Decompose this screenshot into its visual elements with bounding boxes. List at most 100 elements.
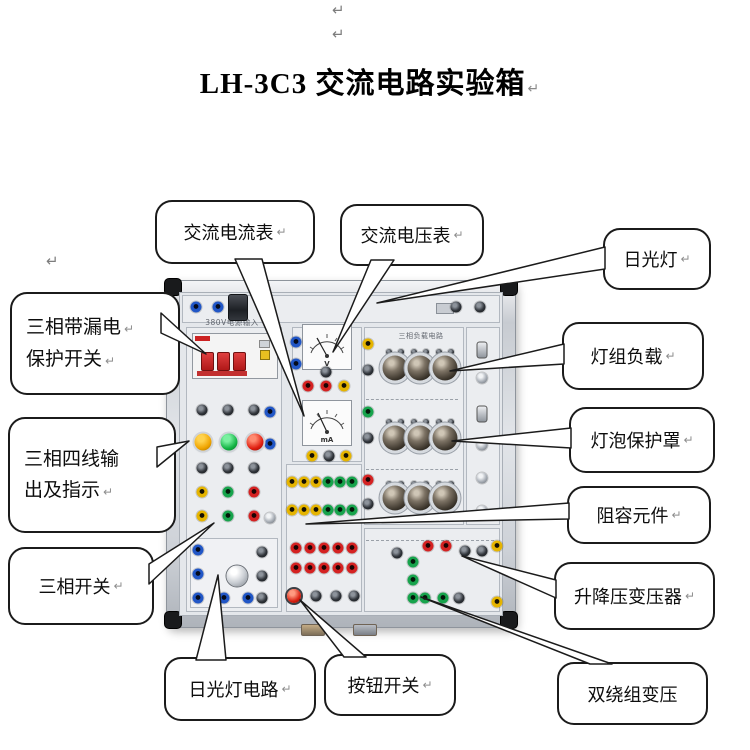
binding-post	[398, 481, 404, 487]
lamp-dome	[407, 425, 433, 451]
binding-post	[196, 510, 208, 522]
binding-post	[411, 349, 417, 355]
binding-post	[286, 476, 298, 488]
binding-post	[386, 419, 392, 425]
binding-post	[222, 486, 234, 498]
binding-post	[476, 372, 488, 384]
binding-post	[212, 301, 224, 313]
lamp-dome	[432, 355, 458, 381]
binding-post	[310, 504, 322, 516]
binding-post	[290, 358, 302, 370]
callout-label: 出及指示	[24, 480, 101, 501]
voltmeter-unit: V	[324, 360, 330, 368]
panel-load-label: 三相负载电路	[398, 332, 444, 340]
binding-post	[411, 419, 417, 425]
binding-post	[436, 419, 442, 425]
callout-three-phase-switch: 三相开关↵	[8, 547, 154, 625]
binding-post	[196, 404, 208, 416]
paragraph-mark: ↵	[453, 228, 464, 242]
binding-post	[459, 545, 471, 557]
paragraph-mark: ↵	[332, 25, 345, 43]
callout-line: 三相四线输	[24, 444, 119, 475]
binding-post	[248, 404, 260, 416]
binding-post	[192, 568, 204, 580]
paragraph-mark: ↵	[665, 349, 676, 363]
binding-post	[248, 462, 260, 474]
paragraph-mark: ↵	[527, 81, 541, 97]
binding-post	[222, 404, 234, 416]
binding-post	[448, 349, 454, 355]
paragraph-mark: ↵	[276, 225, 287, 239]
lamp-dome	[432, 425, 458, 451]
binding-post	[436, 349, 442, 355]
callout-label: 三相开关	[38, 577, 111, 597]
binding-post	[242, 592, 254, 604]
binding-post	[423, 419, 429, 425]
panel-power-label: 380V电源输入	[205, 318, 259, 327]
ammeter-unit: mA	[320, 436, 334, 444]
binding-post	[391, 547, 403, 559]
binding-post	[386, 481, 392, 487]
binding-post	[407, 556, 419, 568]
paragraph-mark: ↵	[281, 682, 292, 696]
binding-post	[192, 544, 204, 556]
callout-label: 按钮开关	[347, 676, 420, 696]
binding-post	[476, 545, 488, 557]
callout-label: 保护开关	[26, 348, 103, 370]
binding-post	[322, 504, 334, 516]
binding-post	[264, 438, 276, 450]
binding-post	[218, 592, 230, 604]
binding-post	[476, 472, 488, 484]
binding-post	[362, 474, 374, 486]
paragraph-mark: ↵	[422, 678, 433, 692]
binding-post	[330, 590, 342, 602]
binding-post	[476, 505, 488, 517]
callout-push-button: 按钮开关↵	[324, 654, 456, 716]
binding-post	[322, 476, 334, 488]
voltmeter-dial	[309, 334, 345, 358]
binding-post	[450, 301, 462, 313]
callout-label: 阻容元件	[596, 506, 669, 526]
binding-post	[298, 504, 310, 516]
binding-post	[407, 574, 419, 586]
callout-line: 三相带漏电↵	[26, 312, 134, 343]
lamp-dome	[407, 355, 433, 381]
binding-post	[332, 542, 344, 554]
callout-label: 日光灯	[623, 250, 678, 270]
binding-post	[346, 542, 358, 554]
binding-post	[362, 364, 374, 376]
binding-post	[196, 486, 208, 498]
ac-ammeter: mA	[302, 400, 352, 446]
paragraph-mark: ↵	[671, 508, 682, 522]
paragraph-mark: ↵	[124, 322, 135, 337]
binding-post	[323, 450, 335, 462]
binding-post	[306, 450, 318, 462]
callout-label: 灯组负载	[590, 347, 663, 367]
lamp-dome	[382, 355, 408, 381]
binding-post	[298, 476, 310, 488]
callout-ac-ammeter: 交流电流表↵	[155, 200, 315, 264]
binding-post	[256, 570, 268, 582]
binding-post	[398, 419, 404, 425]
callout-label: 交流电压表	[360, 226, 451, 246]
binding-post	[362, 406, 374, 418]
callout-line: 保护开关↵	[26, 344, 115, 375]
binding-post	[448, 481, 454, 487]
page-title: LH-3C3 交流电路实验箱↵	[0, 60, 740, 102]
paragraph-mark: ↵	[105, 353, 116, 368]
binding-post	[286, 504, 298, 516]
binding-post	[362, 338, 374, 350]
indicator-lamp	[194, 433, 212, 451]
binding-post	[491, 540, 503, 552]
callout-label: 三相带漏电	[26, 317, 122, 339]
lamp-dome	[382, 425, 408, 451]
binding-post	[302, 380, 314, 392]
callout-four-wire-output: 三相四线输 出及指示↵	[8, 417, 176, 533]
binding-post	[318, 562, 330, 574]
divider-line	[366, 469, 458, 470]
binding-post	[264, 406, 276, 418]
binding-post	[304, 562, 316, 574]
callout-buck-boost-transformer: 升降压变压器↵	[554, 562, 715, 630]
callout-leakage-breaker: 三相带漏电↵ 保护开关↵	[10, 292, 180, 395]
